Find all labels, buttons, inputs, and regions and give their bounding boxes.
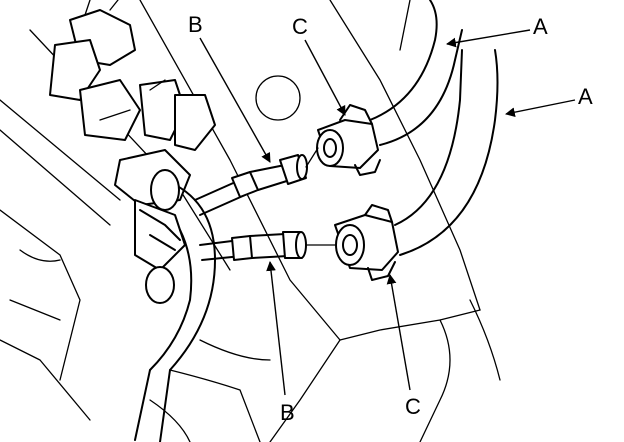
lower-hose — [334, 49, 499, 281]
mounting-bracket — [114, 149, 191, 271]
callout-labels: A A B B C C — [188, 12, 593, 425]
callout-a-upper: A — [533, 14, 548, 39]
leader-lines — [199, 29, 576, 396]
sensor-connectors — [49, 0, 216, 151]
leader-a-lower — [505, 99, 576, 118]
engine-background — [0, 0, 501, 442]
leader-c-upper — [304, 39, 346, 116]
callout-a-lower: A — [578, 84, 593, 109]
callout-c-upper: C — [292, 14, 308, 39]
upper-hose — [316, 0, 463, 176]
callout-b-upper: B — [188, 12, 203, 37]
leader-a-upper — [446, 29, 531, 48]
leader-b-lower — [266, 261, 286, 396]
assembly-guides — [305, 147, 337, 246]
leader-b-upper — [199, 37, 271, 163]
upper-pipe — [194, 154, 308, 216]
callout-b-lower: B — [280, 400, 295, 425]
callout-c-lower: C — [405, 394, 421, 419]
curved-pipe — [134, 169, 216, 442]
leader-c-lower — [386, 274, 411, 391]
